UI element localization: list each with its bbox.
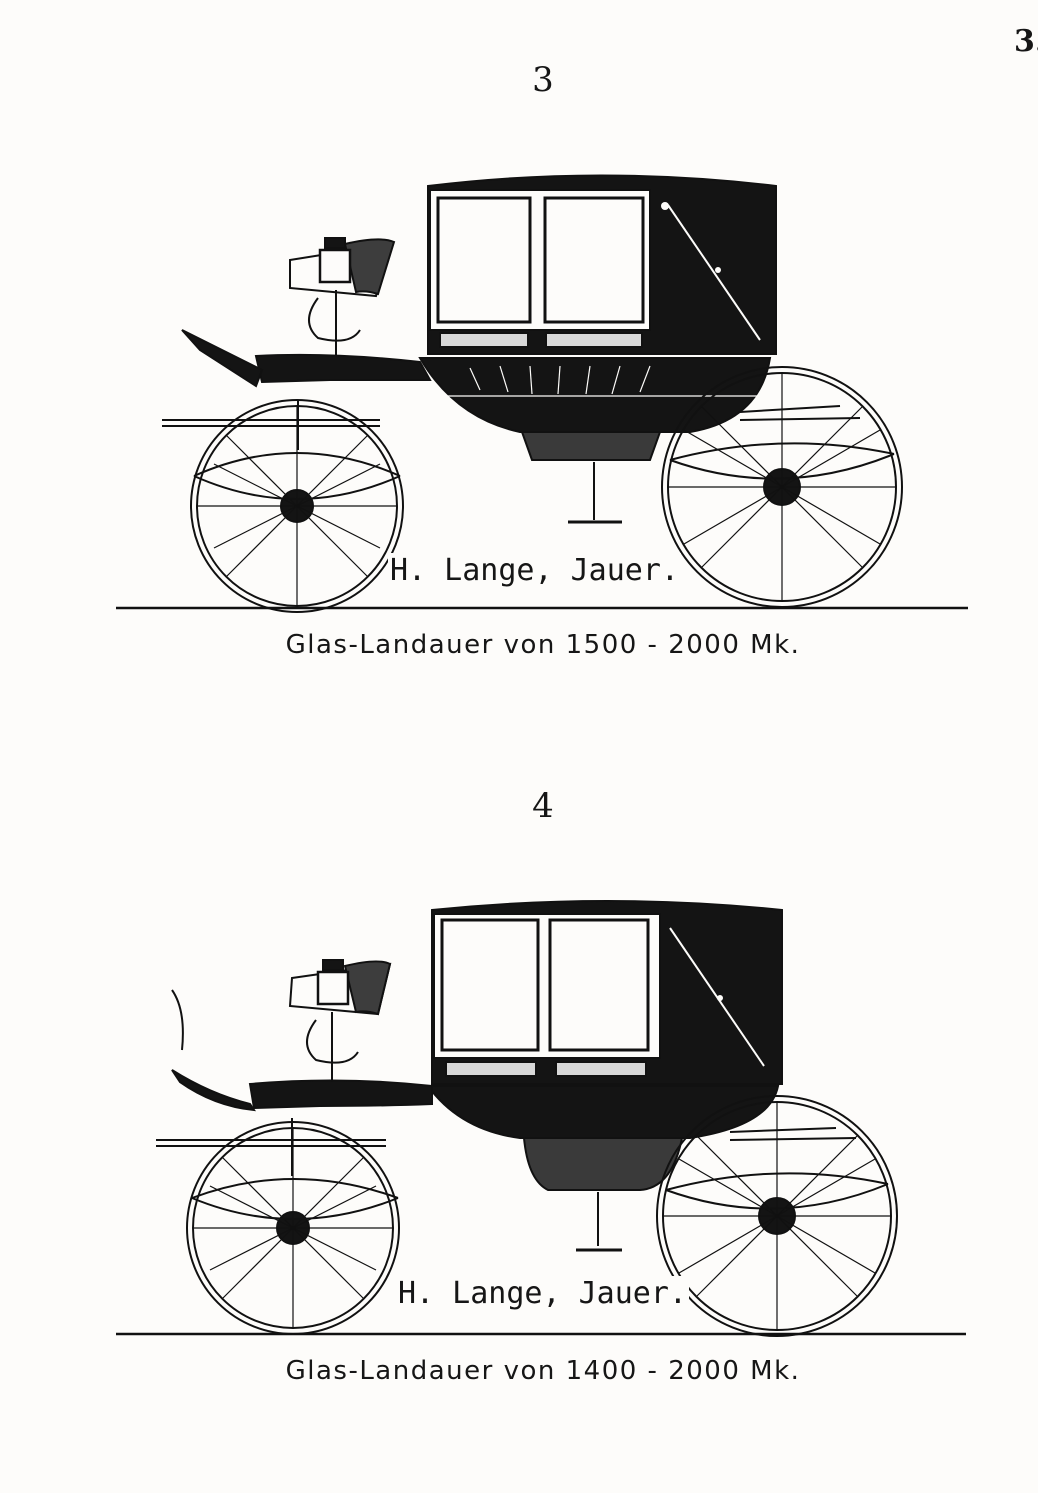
plate-caption: Glas-Landauer von 1500 - 2000 Mk. xyxy=(285,630,801,660)
page-marker: 3. xyxy=(1014,24,1038,59)
carriage-illustration xyxy=(116,174,968,613)
plate-caption: Glas-Landauer von 1400 - 2000 Mk. xyxy=(285,1356,801,1386)
maker-inscription: H. Lange, Jauer. xyxy=(388,553,681,588)
plate-number: 4 xyxy=(532,786,554,826)
carriage-illustration xyxy=(116,900,966,1337)
maker-inscription: H. Lange, Jauer. xyxy=(396,1276,689,1311)
plate-number: 3 xyxy=(532,60,554,100)
